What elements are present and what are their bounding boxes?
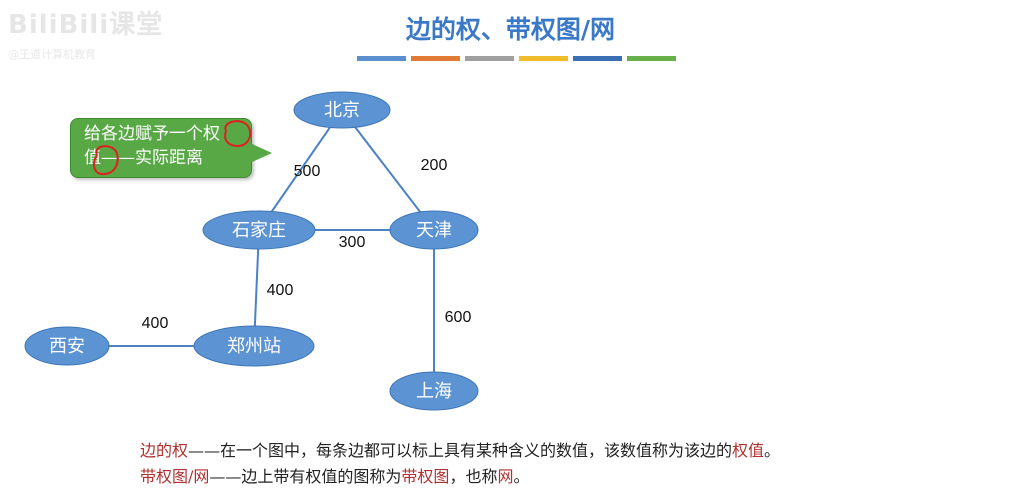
callout-line-1: 给各边赋予一个权 bbox=[84, 124, 220, 144]
color-bar bbox=[411, 56, 460, 61]
color-bar bbox=[519, 56, 568, 61]
graph-node-label: 郑州站 bbox=[227, 336, 281, 357]
callout-line-2: 值——实际距离 bbox=[84, 148, 203, 168]
watermark-logo: BiliBili课堂 bbox=[8, 10, 164, 40]
graph-node-label: 上海 bbox=[416, 381, 452, 402]
edge-weight-label: 400 bbox=[142, 315, 169, 332]
color-bar bbox=[573, 56, 622, 61]
definition-text-segment: 。 bbox=[764, 441, 781, 460]
term-edge-weight: 边的权 bbox=[140, 441, 189, 460]
watermark-subtext: @王道计算机教育 bbox=[8, 48, 96, 61]
definition-text-segment: ——边上带有权值的图称为 bbox=[209, 467, 402, 486]
graph-node-shanghai bbox=[389, 371, 479, 411]
definition-line-1: 边的权——在一个图中，每条边都可以标上具有某种含义的数值，该数值称为该边的权值。 bbox=[140, 438, 780, 464]
edge-weight-label: 300 bbox=[339, 234, 366, 251]
graph-node-tianjin bbox=[389, 210, 479, 250]
term-weight: 权值 bbox=[732, 441, 765, 460]
term-network: 网 bbox=[497, 467, 514, 486]
edge-weight-label: 500 bbox=[294, 163, 321, 180]
graph-node-xian bbox=[24, 326, 110, 366]
definition-text: 边的权——在一个图中，每条边都可以标上具有某种含义的数值，该数值称为该边的权值。… bbox=[140, 438, 780, 490]
graph-edge-beijing-tianjin bbox=[341, 109, 435, 231]
definition-text-segment: ，也称 bbox=[449, 467, 498, 486]
color-bar bbox=[357, 56, 406, 61]
graph-node-beijing bbox=[293, 91, 391, 129]
title-color-bars bbox=[357, 56, 676, 61]
callout-text: 给各边赋予一个权 值——实际距离 bbox=[84, 122, 254, 170]
definition-text-segment: ——在一个图中，每条边都可以标上具有某种含义的数值，该数值称为该边的 bbox=[188, 441, 733, 460]
graph-node-label: 西安 bbox=[49, 336, 85, 357]
term-weighted-graph: 带权图/网 bbox=[140, 467, 210, 486]
slide-title: 边的权、带权图/网 bbox=[405, 15, 616, 44]
edge-weight-label: 200 bbox=[421, 157, 448, 174]
color-bar bbox=[465, 56, 514, 61]
definition-line-2: 带权图/网——边上带有权值的图称为带权图，也称网。 bbox=[140, 464, 780, 490]
definition-text-segment: 。 bbox=[513, 467, 530, 486]
graph-node-label: 北京 bbox=[324, 100, 360, 121]
edge-weight-label: 600 bbox=[445, 309, 472, 326]
term-weighted-graph-2: 带权图 bbox=[401, 467, 450, 486]
graph-node-zhengzhou bbox=[193, 325, 315, 367]
graph-edge-beijing-shijiazhuang bbox=[258, 109, 343, 231]
graph-node-label: 天津 bbox=[416, 220, 452, 241]
color-bar bbox=[627, 56, 676, 61]
graph-node-label: 石家庄 bbox=[232, 220, 286, 241]
graph-node-shijiazhuang bbox=[202, 210, 316, 250]
callout-tail bbox=[250, 143, 272, 163]
edge-weight-label: 400 bbox=[267, 282, 294, 299]
